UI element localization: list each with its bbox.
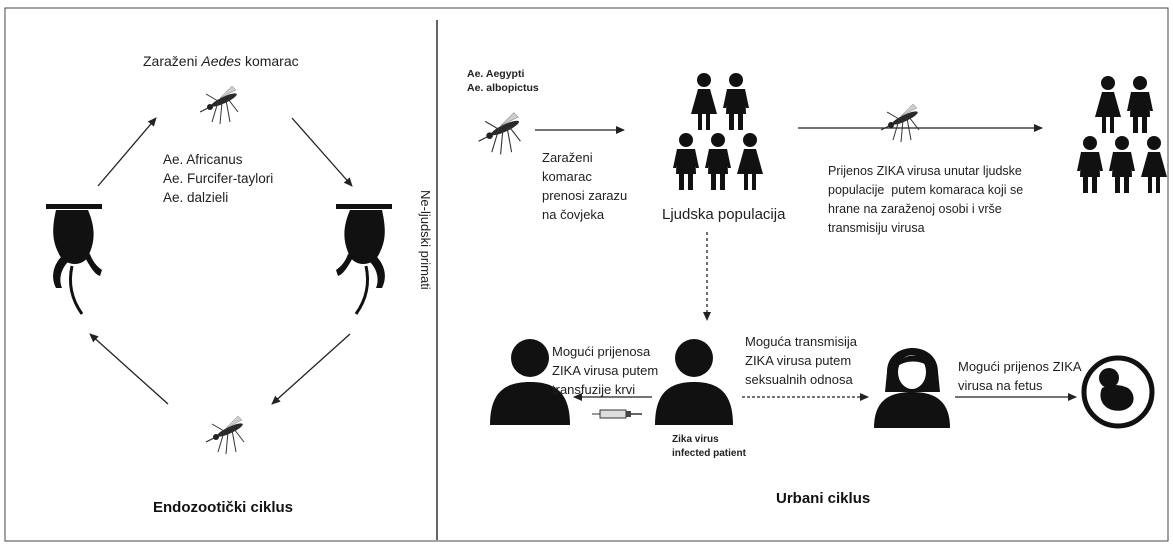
right-monkey-icon (334, 202, 394, 316)
arrow-bottom-mosquito-to-monkey (89, 333, 169, 405)
patient-silhouette-icon (655, 339, 733, 425)
arrow-mosquito-to-monkey (291, 117, 353, 187)
population-label: Ljudska populacija (662, 206, 786, 223)
side-label: Ne-ljudski primati (418, 190, 433, 290)
right-panel-title: Urbani ciklus (776, 490, 871, 507)
transmission-text: Prijenos ZIKA virusa unutar ljudske popu… (828, 164, 1024, 235)
right-mosquito-icon (478, 112, 521, 155)
second-population-icon (1077, 76, 1167, 193)
infected-mosquito-text: Zaraženi komarac prenosi zarazu na čovje… (542, 150, 628, 222)
fetus-icon (1081, 355, 1155, 429)
transfusion-text: Mogući prijenosa ZIKA virusa putem trans… (552, 344, 659, 397)
arrow-monkey-to-mosquito (97, 117, 157, 187)
left-panel-title: Endozootički ciklus (153, 499, 294, 516)
mid-mosquito-icon (880, 103, 920, 143)
outer-frame (4, 7, 1169, 542)
fetus-transmission-text: Mogući prijenos ZIKA virusa na fetus (958, 359, 1082, 393)
left-species-list: Ae. Africanus Ae. Furcifer-taylori Ae. d… (163, 152, 274, 205)
population-group-icon (673, 73, 763, 190)
donor-silhouette-icon (490, 339, 570, 425)
urban-species-list: Ae. Aegypti Ae. albopictus (467, 68, 539, 94)
patient-label: Zika virus infected patient (672, 434, 746, 459)
left-monkey-icon (44, 202, 104, 316)
left-mosquito-icon (199, 85, 239, 125)
woman-silhouette-icon (874, 348, 950, 428)
bottom-mosquito-icon (205, 415, 245, 455)
arrow-monkey-to-bottom-mosquito (271, 333, 351, 405)
left-mosquito-label: Zaraženi Aedes komarac (143, 53, 299, 69)
syringe-icon (592, 409, 642, 419)
sexual-transmission-text: Moguća transmisija ZIKA virusa putem sek… (745, 334, 857, 387)
